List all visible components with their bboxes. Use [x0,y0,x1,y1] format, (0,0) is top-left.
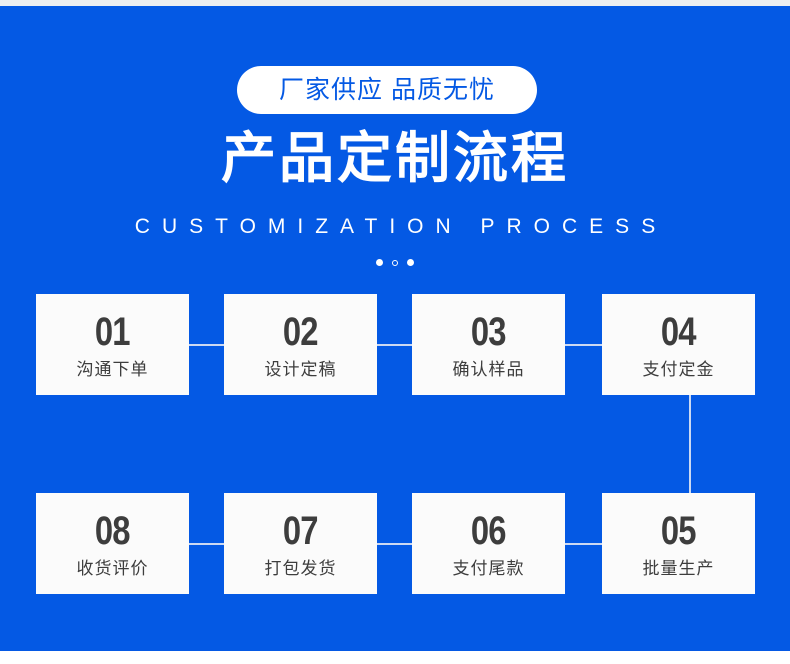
step-number: 01 [95,309,131,354]
step-card-04[interactable]: 04 支付定金 [602,294,755,395]
step-card-08[interactable]: 08 收货评价 [36,493,189,594]
step-number: 06 [471,508,507,553]
step-card-05[interactable]: 05 批量生产 [602,493,755,594]
step-label: 批量生产 [642,558,715,578]
connector-06-to-07 [377,543,412,545]
bottom-edge-strip [0,651,790,664]
connector-04-to-05 [689,394,691,499]
step-number: 02 [283,309,319,354]
step-label: 支付尾款 [452,558,525,578]
step-card-03[interactable]: 03 确认样品 [412,294,565,395]
connector-07-to-08 [189,543,224,545]
connector-01-to-02 [189,344,224,346]
step-label: 设计定稿 [264,359,337,379]
decorative-dots [0,259,790,266]
tagline-badge: 厂家供应 品质无忧 [237,66,537,114]
dot-filled-right [407,259,414,266]
step-label: 沟通下单 [76,359,149,379]
connector-02-to-03 [377,344,412,346]
connector-05-to-06 [565,543,602,545]
dot-filled-left [376,259,383,266]
step-card-07[interactable]: 07 打包发货 [224,493,377,594]
step-label: 确认样品 [452,359,525,379]
step-card-06[interactable]: 06 支付尾款 [412,493,565,594]
step-number: 03 [471,309,507,354]
step-label: 打包发货 [264,558,337,578]
page-subtitle: CUSTOMIZATION PROCESS [134,215,668,238]
step-card-01[interactable]: 01 沟通下单 [36,294,189,395]
step-number: 07 [283,508,319,553]
step-number: 08 [95,508,131,553]
top-edge-strip [0,0,790,6]
connector-03-to-04 [565,344,602,346]
tagline-badge-text: 厂家供应 品质无忧 [279,75,495,104]
step-number: 05 [661,508,697,553]
step-label: 支付定金 [642,359,715,379]
dot-hollow-middle [392,259,398,266]
blue-stage: 厂家供应 品质无忧 产品定制流程 CUSTOMIZATION PROCESS 0… [0,6,790,651]
step-card-02[interactable]: 02 设计定稿 [224,294,377,395]
step-number: 04 [661,309,697,354]
step-label: 收货评价 [76,558,149,578]
page-title: 产品定制流程 [220,127,569,189]
